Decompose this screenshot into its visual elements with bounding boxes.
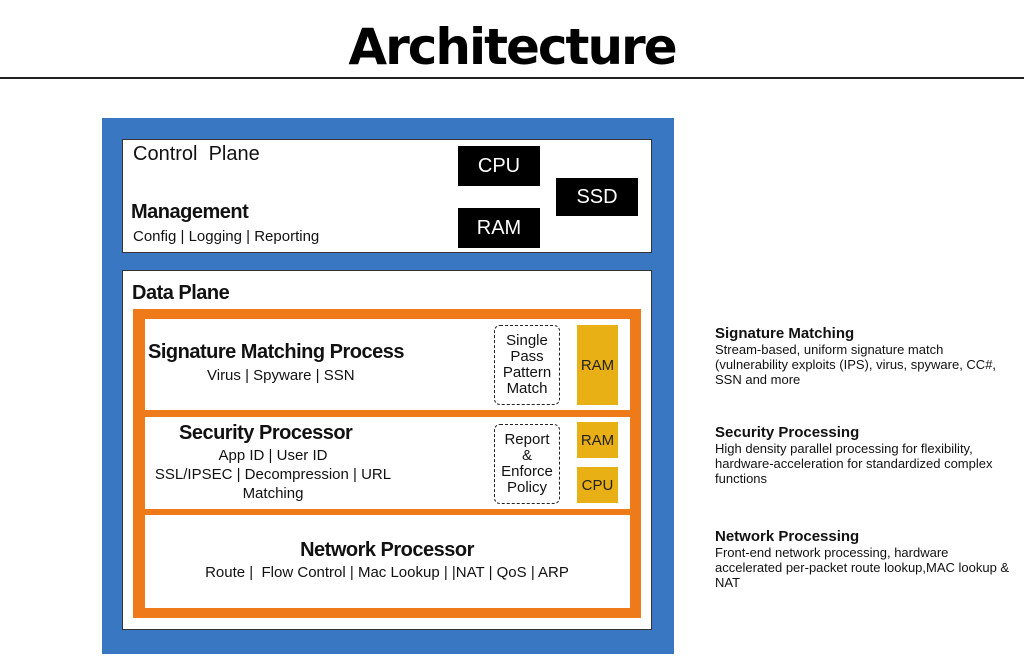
signature-title: Signature Matching Process [148,341,404,363]
description-signature: Signature Matching Stream-based, uniform… [715,325,1015,387]
security-ram-block: RAM [577,422,618,458]
security-title: Security Processor [179,422,353,444]
security-cpu-block: CPU [577,467,618,503]
control-cpu-block: CPU [458,146,540,186]
control-ssd-block: SSD [556,178,638,216]
network-subtitle: Route | Flow Control | Mac Lookup | |NAT… [205,564,569,581]
page-title: Architecture [348,18,677,76]
network-processor-box [145,515,630,608]
security-subtitle-line2: SSL/IPSEC | Decompression | URL Matching [154,466,392,502]
signature-engine-box: Single Pass Pattern Match [494,325,560,405]
security-subtitle: App ID | User ID SSL/IPSEC | Decompressi… [148,446,398,503]
description-security: Security Processing High density paralle… [715,424,1015,486]
network-title: Network Processor [300,539,474,561]
control-ram-block: RAM [458,208,540,248]
description-title: Network Processing [715,528,860,545]
security-subtitle-line1: App ID | User ID [218,447,328,464]
management-subtitle: Config | Logging | Reporting [133,228,320,245]
data-plane-label: Data Plane [132,282,230,304]
signature-ram-block: RAM [577,325,618,405]
description-network: Network Processing Front-end network pro… [715,528,1015,590]
control-plane-label: Control Plane [133,143,260,165]
description-title: Security Processing [715,424,860,441]
description-title: Signature Matching [715,325,855,342]
description-text: Front-end network processing, hardware a… [715,545,1010,590]
title-divider [0,77,1024,79]
management-title: Management [131,201,249,223]
signature-subtitle: Virus | Spyware | SSN [207,367,355,384]
security-engine-box: Report & Enforce Policy [494,424,560,504]
description-text: Stream-based, uniform signature match (v… [715,342,997,387]
description-text: High density parallel processing for fle… [715,441,993,486]
